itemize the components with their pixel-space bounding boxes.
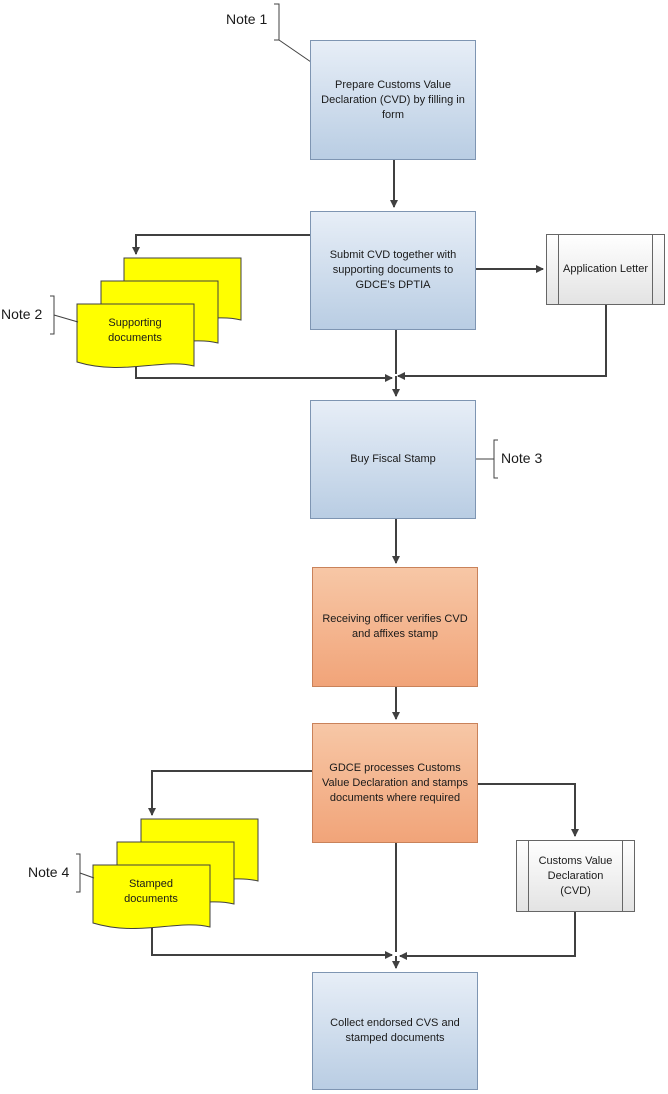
arrow-gdce-to-stamped bbox=[148, 770, 312, 816]
note-3: Note 3 bbox=[501, 450, 543, 466]
note4-bracket bbox=[76, 853, 81, 893]
arrow-stamped-to-junction bbox=[151, 928, 393, 959]
buy-fiscal-stamp-step: Buy Fiscal Stamp bbox=[310, 400, 476, 519]
note2-leader bbox=[53, 314, 79, 323]
application-letter-label: Application Letter bbox=[563, 263, 648, 275]
collect-endorsed-step: Collect endorsed CVS and stamped documen… bbox=[312, 972, 478, 1090]
prepare-cvd-step: Prepare Customs Value Declaration (CVD) … bbox=[310, 40, 476, 160]
customs-value-declaration-label: Customs Value Declaration (CVD) bbox=[538, 854, 613, 897]
submit-cvd-step: Submit CVD together with supporting docu… bbox=[310, 211, 476, 330]
gdce-processes-step: GDCE processes Customs Value Declaration… bbox=[312, 723, 478, 843]
application-letter-subprocess: Application Letter bbox=[546, 234, 665, 305]
arrow-supporting-to-junction bbox=[135, 367, 393, 382]
customs-value-declaration-subprocess: Customs Value Declaration (CVD) bbox=[516, 840, 635, 912]
arrow-cvd-to-junction bbox=[399, 912, 576, 960]
note-1: Note 1 bbox=[226, 11, 268, 27]
note4-leader bbox=[79, 872, 95, 879]
receiving-officer-step: Receiving officer verifies CVD and affix… bbox=[312, 567, 478, 687]
buy-fiscal-stamp-label: Buy Fiscal Stamp bbox=[350, 453, 436, 465]
note1-leader bbox=[278, 39, 312, 63]
note1-bracket bbox=[274, 3, 280, 41]
note-4: Note 4 bbox=[28, 864, 70, 880]
arrow-letter-to-junction bbox=[397, 305, 607, 380]
supporting-documents-shape bbox=[76, 257, 242, 368]
note2-bracket bbox=[50, 295, 55, 335]
arrow-gdce-to-cvd bbox=[478, 783, 579, 837]
stamped-documents-shape bbox=[92, 818, 259, 929]
receiving-officer-label: Receiving officer verifies CVD and affix… bbox=[322, 613, 468, 640]
note3-bracket bbox=[493, 439, 498, 479]
collect-endorsed-label: Collect endorsed CVS and stamped documen… bbox=[330, 1017, 460, 1044]
gdce-processes-label: GDCE processes Customs Value Declaration… bbox=[322, 761, 468, 804]
prepare-cvd-label: Prepare Customs Value Declaration (CVD) … bbox=[321, 78, 465, 121]
submit-cvd-label: Submit CVD together with supporting docu… bbox=[329, 249, 457, 291]
stamped-documents-label: Stamped documents bbox=[124, 878, 178, 905]
supporting-documents-label: Supporting documents bbox=[108, 317, 162, 344]
arrow-submit-to-supporting bbox=[132, 234, 310, 255]
note-2: Note 2 bbox=[1, 306, 43, 322]
